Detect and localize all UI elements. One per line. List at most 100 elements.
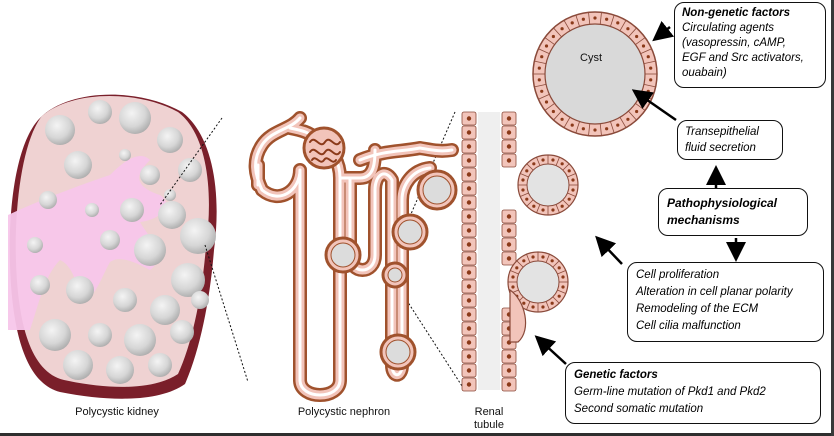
cell-border [526,254,531,263]
cell-nucleus [540,89,544,93]
pathophysiological-line: Pathophysiological [667,196,778,210]
cellular-mechanisms-box: Cell proliferation Alteration in cell pl… [627,262,824,342]
large-cyst [532,11,658,137]
cell-nucleus [511,285,515,289]
cell-border [544,103,555,111]
polycystic-nephron [248,111,459,402]
cell-nucleus [567,197,571,201]
glomerulus [302,126,346,170]
tubule-lower-cyst [507,251,569,313]
kidney-cyst [45,115,75,145]
cell-border [553,27,562,38]
cell-nucleus [551,158,555,162]
cell-nucleus [466,354,472,359]
transepithelial-line: Transepithelial [685,126,759,138]
cell-border [545,254,550,263]
cell-border [640,48,652,55]
pathophysiological-mechanisms-box: Pathophysiological mechanisms [658,188,808,236]
nephron-cysts [324,169,458,371]
cell-border [555,157,560,166]
cell-nucleus [541,255,545,259]
polycystic-kidney [8,94,217,399]
pathophysiological-line: mechanisms [667,213,740,227]
cell-nucleus [641,100,646,104]
cell-nucleus [466,368,472,373]
cell-nucleus [646,89,650,93]
tubule-bulge [509,288,527,343]
cell-nucleus [626,117,630,121]
cell-border [588,123,591,136]
non-genetic-title: Non-genetic factors [682,7,790,19]
cell-border [562,199,570,207]
kidney-cyst [27,237,43,253]
cell-nucleus [466,144,472,149]
cell-nucleus [515,266,519,270]
cell-border [635,37,646,45]
cell-nucleus [560,204,564,208]
frame-border-right [831,0,834,436]
nephron-caption: Polycystic nephron [297,406,391,418]
cell-border [536,204,541,213]
tubule-left-wall [461,111,477,392]
cell-nucleus [560,162,564,166]
cell-nucleus [532,204,536,208]
cell-border [555,204,560,213]
cell-nucleus [571,178,575,182]
cell-nucleus [506,158,512,163]
cell-nucleus [506,368,512,373]
cell-border [520,173,529,178]
transepithelial-line: fluid secretion [685,142,756,154]
cell-nucleus [522,259,526,263]
cell-nucleus [466,116,472,121]
genetic-line: Second somatic mutation [574,403,704,415]
cell-nucleus [635,109,639,114]
cell-nucleus [593,128,597,132]
cell-nucleus [466,130,472,135]
cell-nucleus [506,144,512,149]
cell-nucleus [541,305,545,309]
kidney-cyst [30,275,50,295]
cell-nucleus [531,255,535,259]
kidney-cyst [106,356,134,384]
cell-nucleus [541,208,545,212]
cell-border [516,260,524,268]
mechanism-item: Cell proliferation [636,269,720,281]
kidney-cyst [148,353,172,377]
cell-nucleus [557,266,561,270]
cell-border [544,37,555,45]
cell-nucleus [557,294,561,298]
cell-nucleus [466,242,472,247]
cell-nucleus [466,382,472,387]
cell-nucleus [541,158,545,162]
cell-border [526,163,534,171]
kidney-cyst [180,218,216,254]
cell-nucleus [525,169,529,173]
cell-nucleus [466,298,472,303]
cell-border [628,27,637,38]
renal-tubule [461,111,579,392]
cell-border [510,270,519,275]
cell-border [619,20,627,31]
cell-nucleus [506,116,512,121]
cell-border [643,60,656,64]
cell-border [557,289,566,294]
cell-nucleus [550,301,554,305]
kidney-cyst [164,189,176,201]
tubule-caption-line: Renal [474,406,504,418]
cell-nucleus [537,78,541,82]
non-genetic-factors-box: Non-genetic factors Circulating agents (… [674,2,826,88]
kidney-cyst [150,295,180,325]
cell-nucleus [466,270,472,275]
cell-nucleus [506,354,512,359]
kidney-cyst [170,320,194,344]
cell-border [562,163,570,171]
cell-nucleus [635,34,639,39]
kidney-cyst [140,165,160,185]
cell-border [599,12,602,25]
nephron-tubule-lumen [254,116,454,397]
kidney-cyst [171,263,205,297]
cell-nucleus [506,242,512,247]
kidney-cyst [113,288,137,312]
